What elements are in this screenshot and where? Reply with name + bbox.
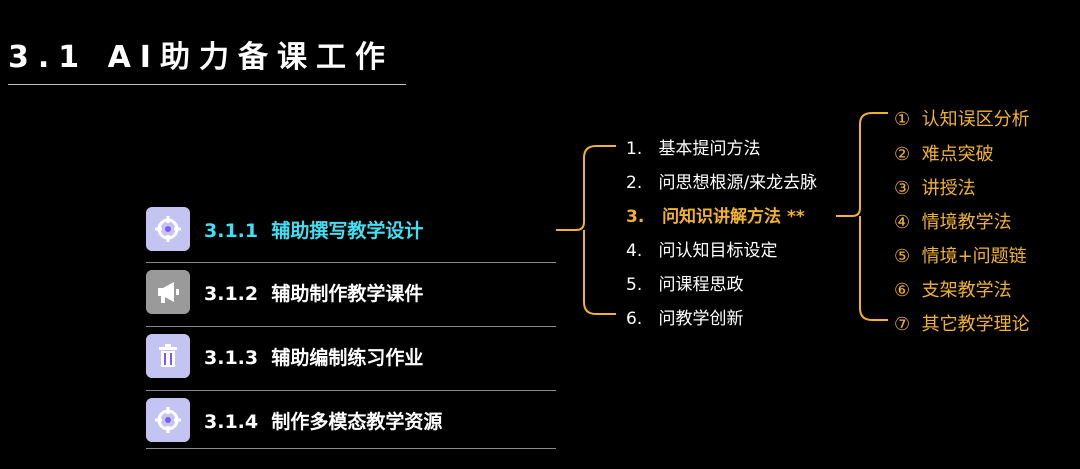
teaching-method-3[interactable]: ③ 讲授法: [894, 178, 976, 199]
teaching-method-4[interactable]: ④ 情境教学法: [894, 212, 1012, 233]
teaching-method-7[interactable]: ⑦ 其它教学理论: [894, 314, 1030, 335]
teaching-method-5[interactable]: ⑤ 情境+问题链: [894, 246, 1027, 267]
method-item-6[interactable]: 6. 问教学创新: [626, 309, 744, 329]
section-item-3-1-2[interactable]: 3.1.2 辅助制作教学课件: [146, 269, 556, 315]
section-item-3-1-1[interactable]: 3.1.1 辅助撰写教学设计: [146, 206, 556, 252]
method-item-3[interactable]: 3. 问知识讲解方法 **: [626, 207, 805, 227]
section-item-3-1-3[interactable]: 3.1.3 辅助编制练习作业: [146, 333, 556, 379]
section-label: 3.1.4 制作多模态教学资源: [204, 410, 443, 433]
page-title: 3.1 AI助力备课工作: [8, 40, 394, 75]
section-label: 3.1.3 辅助编制练习作业: [204, 346, 424, 369]
section-item-3-1-4[interactable]: 3.1.4 制作多模态教学资源: [146, 397, 556, 443]
title-underline: [8, 84, 406, 85]
section-divider: [146, 262, 556, 263]
teaching-method-1[interactable]: ① 认知误区分析: [894, 109, 1030, 130]
method-item-1[interactable]: 1. 基本提问方法: [626, 139, 761, 159]
section-label: 3.1.1 辅助撰写教学设计: [204, 219, 424, 242]
crosshair-icon: [146, 207, 190, 251]
teaching-method-6[interactable]: ⑥ 支架教学法: [894, 280, 1012, 301]
section-divider: [146, 390, 556, 391]
section-divider: [146, 448, 556, 449]
trash-icon: [146, 334, 190, 378]
teaching-method-2[interactable]: ② 难点突破: [894, 144, 994, 165]
method-item-5[interactable]: 5. 问课程思政: [626, 275, 744, 295]
method-item-2[interactable]: 2. 问思想根源/来龙去脉: [626, 173, 818, 193]
crosshair-icon: [146, 398, 190, 442]
section-label: 3.1.2 辅助制作教学课件: [204, 282, 424, 305]
section-divider: [146, 326, 556, 327]
method-item-4[interactable]: 4. 问认知目标设定: [626, 241, 778, 261]
megaphone-icon: [146, 270, 190, 314]
